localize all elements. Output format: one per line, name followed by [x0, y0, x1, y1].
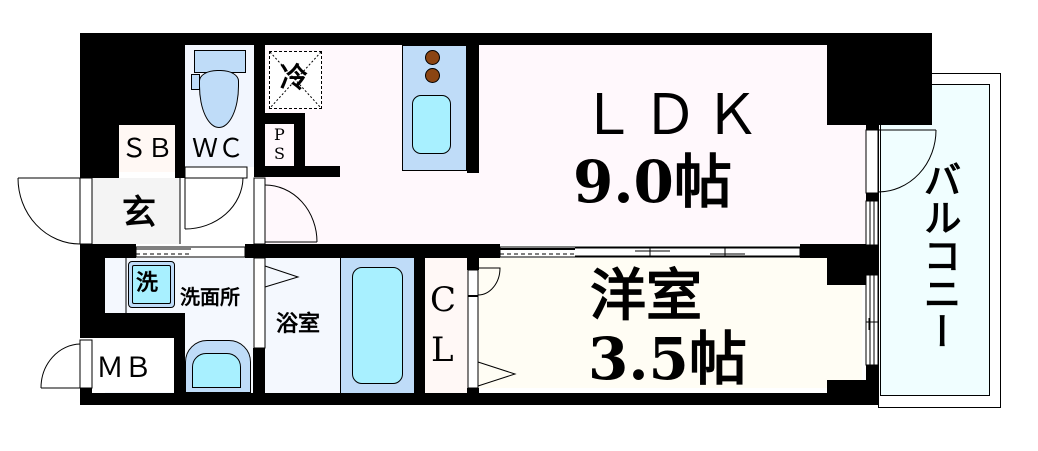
wall-middle-horizontal-right [800, 244, 866, 258]
closet-floor [424, 258, 468, 393]
stove-burner-icon [425, 50, 440, 65]
wall-mb-right [174, 313, 185, 398]
washer-inner [132, 265, 171, 304]
wall-closet-right-bottom [467, 388, 479, 398]
wall-kitchen-partition [467, 45, 479, 173]
stove-burner-icon [425, 68, 440, 83]
pipe-space-label-top: P [274, 125, 285, 144]
closet-label-bottom: L [431, 330, 454, 370]
wall-wc-right [254, 45, 265, 177]
meter-box-floor [92, 338, 174, 392]
washroom-label: 洗面所 [180, 285, 240, 309]
entrance-floor [92, 178, 180, 244]
western-room-size-label: 3.5帖 [588, 325, 747, 393]
wall-ps-bottom [265, 166, 340, 177]
bathroom-label: 浴室 [276, 311, 321, 337]
wall-washroom-step [80, 313, 185, 338]
western-room-name-label: 洋室 [590, 263, 702, 329]
toilet-handle-icon [191, 74, 200, 90]
pipe-space-floor [265, 124, 294, 167]
ldk-name-label: ＬＤＫ [580, 83, 766, 148]
wall-bath-right [414, 258, 425, 398]
bathtub-basin-icon [352, 267, 403, 384]
entrance-door-swing [17, 177, 93, 245]
ldk-size-label: 9.0帖 [573, 148, 732, 216]
western-room-floor [478, 258, 862, 388]
wall-bottom [80, 393, 878, 405]
fridge-label: 冷 [280, 61, 309, 94]
kitchen-sink-icon [412, 95, 451, 154]
wall-left-upper [80, 33, 119, 178]
balcony-label: バルコニー [917, 160, 962, 350]
ldk-floor [262, 45, 866, 245]
shoe-box-label: ＳＢ [121, 134, 174, 164]
wall-closet-right-top [467, 258, 479, 270]
entrance-label: 玄 [122, 193, 156, 233]
wall-middle-horizontal-left [80, 244, 136, 258]
wall-sb-right [175, 125, 185, 178]
wash-basin-sink-icon [192, 353, 241, 388]
shoe-box-floor [119, 125, 175, 172]
wall-ps-ledge [265, 113, 305, 124]
meter-box-label: ＭＢ [96, 351, 153, 384]
wall-top [80, 33, 932, 45]
balcony-inner [880, 84, 990, 396]
toilet-label: ＷＣ [192, 134, 245, 164]
wall-middle-horizontal-center [245, 244, 500, 258]
balcony-label-text: バルコニー [917, 160, 962, 350]
pipe-space-label-bottom: S [274, 144, 285, 163]
wall-right-mid [866, 193, 878, 201]
wall-bath-left [253, 348, 265, 398]
washer-label: 洗 [136, 270, 159, 296]
wall-ps-right [294, 113, 305, 167]
closet-label-top: C [430, 280, 457, 320]
wall-top-right-block [827, 33, 932, 125]
wall-right-upper [866, 118, 878, 130]
